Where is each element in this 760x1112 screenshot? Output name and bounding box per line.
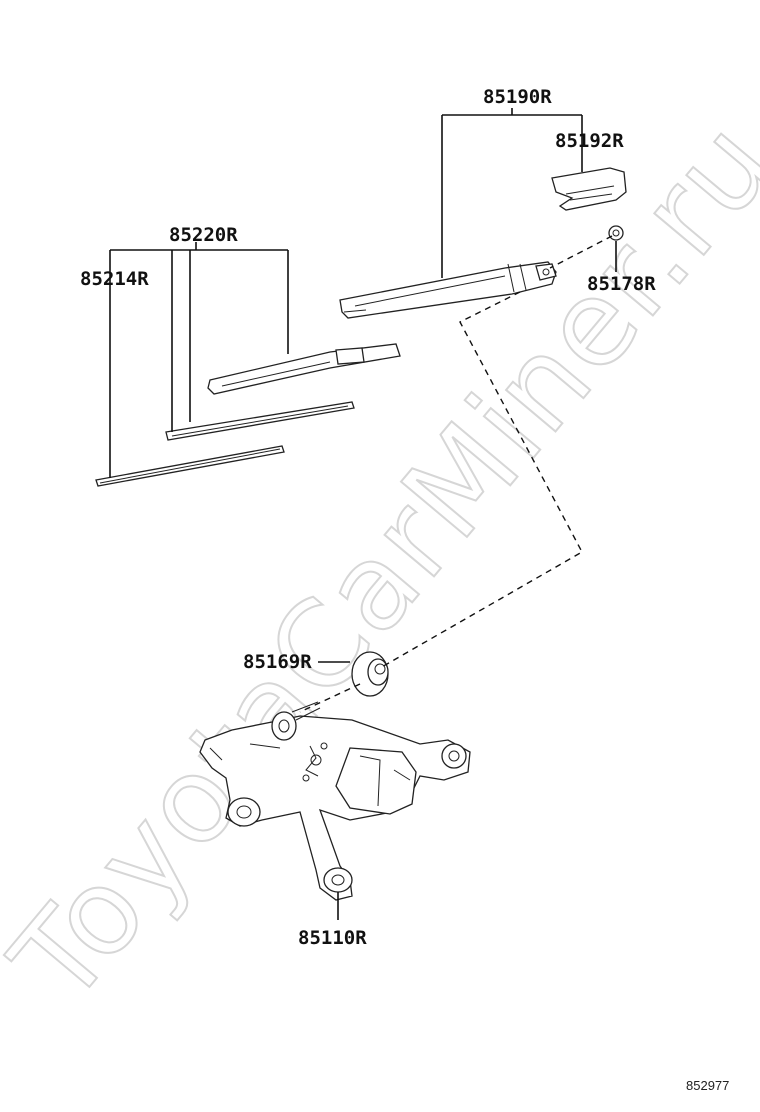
wiper-arm-cap-part[interactable] — [551, 167, 627, 211]
leader-lines — [109, 108, 617, 920]
wiper-motor-part[interactable] — [199, 701, 471, 901]
wiper-blade-part[interactable] — [165, 343, 401, 441]
label-85190R[interactable]: 85190R — [483, 86, 552, 108]
label-85214R[interactable]: 85214R — [80, 268, 149, 290]
dashed-line-nut — [549, 235, 613, 269]
label-85110R[interactable]: 85110R — [298, 927, 367, 949]
label-85220R[interactable]: 85220R — [169, 224, 238, 246]
dashed-line-grommet — [299, 683, 361, 713]
blade-refill-part[interactable] — [95, 445, 285, 487]
arm-nut-part[interactable] — [608, 225, 624, 241]
label-85192R[interactable]: 85192R — [555, 130, 624, 152]
label-85169R[interactable]: 85169R — [243, 651, 312, 673]
figure-id: 852977 — [686, 1078, 729, 1093]
label-85178R[interactable]: 85178R — [587, 273, 656, 295]
wiper-arm-part[interactable] — [339, 261, 557, 319]
dashed-line-arm-to-motor — [379, 291, 583, 669]
grommet-part[interactable] — [351, 651, 389, 697]
watermark-text: ToyotaCarMiner.ru — [0, 95, 760, 1029]
